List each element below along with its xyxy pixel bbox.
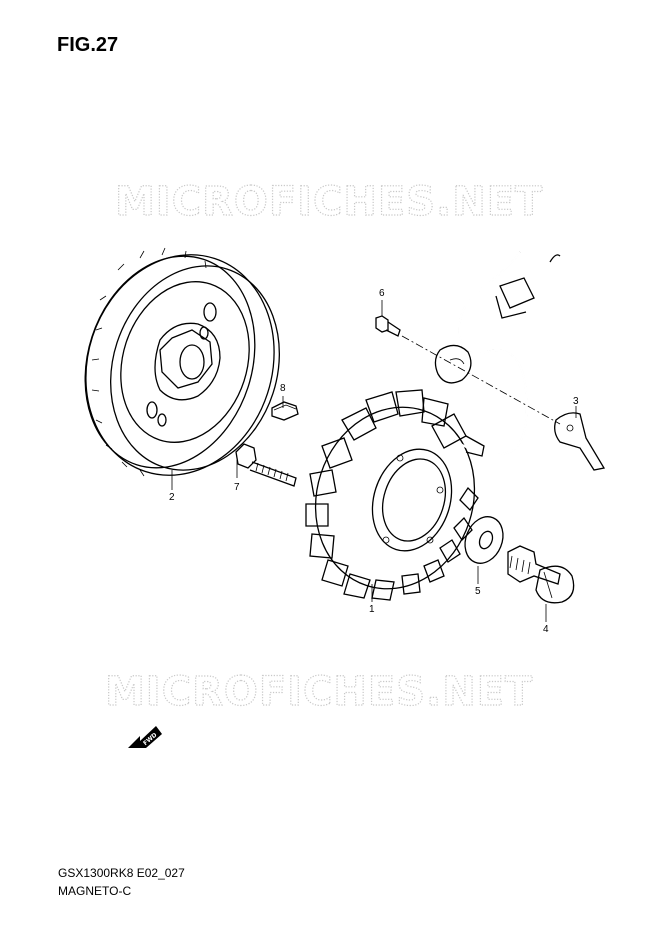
diagram-code: GSX1300RK8 E02_027 <box>58 866 185 880</box>
callout-5: 5 <box>475 586 481 597</box>
arrow-fwd-icon: FWD <box>128 726 162 748</box>
callout-8: 8 <box>280 383 286 394</box>
stator-drawing <box>305 389 479 601</box>
callout-1: 1 <box>369 604 375 615</box>
callout-6: 6 <box>379 288 385 299</box>
figure-title: FIG.27 <box>57 34 119 56</box>
callout-4: 4 <box>543 624 549 635</box>
key-drawing <box>271 401 299 421</box>
wiring-harness-drawing <box>431 251 561 457</box>
flywheel-bolt-drawing <box>507 545 575 604</box>
callout-3: 3 <box>573 396 579 407</box>
callout-2: 2 <box>169 492 175 503</box>
callout-7: 7 <box>234 482 240 493</box>
watermark-top: MICROFICHES.NET <box>115 179 543 225</box>
leader-lines <box>171 300 577 622</box>
rotor-flywheel-drawing <box>84 247 280 477</box>
washer-drawing <box>464 516 504 564</box>
watermark-bottom: MICROFICHES.NET <box>105 669 533 715</box>
diagram-name: MAGNETO-C <box>58 884 132 898</box>
stator-bolt-drawing <box>235 443 297 487</box>
clamp-drawing <box>554 412 606 471</box>
